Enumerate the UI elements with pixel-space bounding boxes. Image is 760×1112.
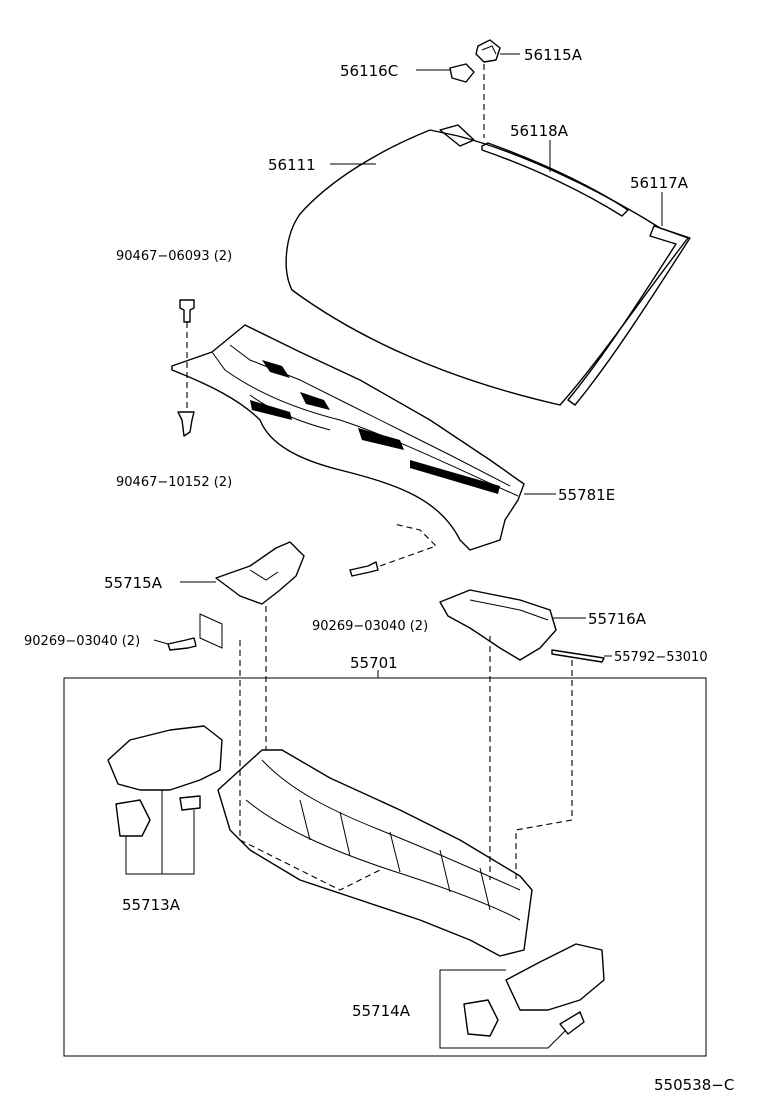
clip-90467-10152 bbox=[177, 411, 195, 437]
cowl-top-panel bbox=[217, 749, 533, 957]
windshield-glass bbox=[285, 129, 689, 406]
label-55716A: 55716A bbox=[588, 610, 647, 628]
windshield-corner-piece bbox=[439, 124, 475, 147]
label-56115A: 56115A bbox=[524, 46, 583, 64]
label-55713A: 55713A bbox=[122, 896, 181, 914]
panel-55716A bbox=[439, 589, 557, 661]
bracket-55714A bbox=[463, 943, 605, 1037]
leader-55713A bbox=[125, 790, 195, 875]
clip-90467-06093 bbox=[179, 299, 195, 323]
bracket-55713A bbox=[107, 725, 223, 837]
screw-90269-03040-mid bbox=[349, 561, 379, 577]
leader-90269-left bbox=[153, 639, 169, 645]
assembly-line-55792 bbox=[515, 660, 573, 880]
label-55781E: 55781E bbox=[558, 486, 615, 504]
label-56117A: 56117A bbox=[630, 174, 689, 192]
assembly-line-screw-mid bbox=[379, 523, 438, 567]
label-55701: 55701 bbox=[350, 654, 398, 672]
assembly-line-plate bbox=[239, 640, 381, 891]
label-56111: 56111 bbox=[268, 156, 316, 174]
cowl-louver bbox=[171, 324, 525, 551]
bracket-55715A bbox=[215, 541, 305, 605]
nut-plate bbox=[199, 613, 223, 649]
windshield-top-strip bbox=[481, 142, 629, 217]
label-56116C: 56116C bbox=[340, 62, 398, 80]
screw-90269-03040-left bbox=[167, 637, 197, 651]
assembly-frame-55701 bbox=[63, 677, 707, 1057]
label-55714A: 55714A bbox=[352, 1002, 411, 1020]
label-90269-03040-left: 90269−03040 (2) bbox=[24, 634, 140, 649]
seal-55792-53010 bbox=[551, 649, 605, 663]
clip-56116C bbox=[449, 63, 475, 83]
label-55715A: 55715A bbox=[104, 574, 163, 592]
label-55792-53010: 55792−53010 bbox=[614, 650, 708, 665]
leader-55714A bbox=[439, 969, 567, 1049]
label-90269-03040-mid: 90269−03040 (2) bbox=[312, 619, 428, 634]
diagram-id: 550538−C bbox=[654, 1076, 734, 1094]
windshield-side-moulding bbox=[567, 225, 691, 406]
label-90467-06093: 90467−06093 (2) bbox=[116, 249, 232, 264]
label-90467-10152: 90467−10152 (2) bbox=[116, 475, 232, 490]
label-56118A: 56118A bbox=[510, 122, 569, 140]
clip-56115A bbox=[475, 39, 501, 63]
